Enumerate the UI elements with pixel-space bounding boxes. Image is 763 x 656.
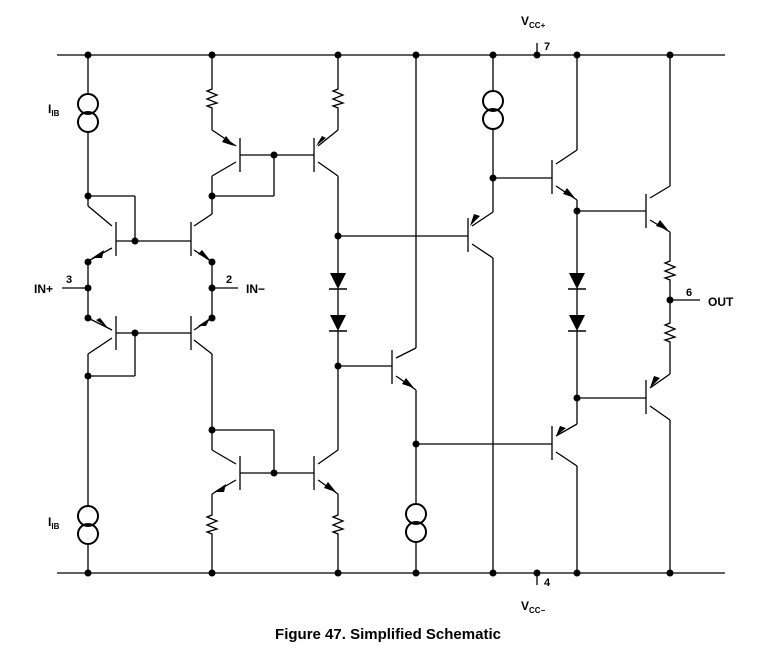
current-source-output bbox=[482, 90, 504, 130]
in-negative-label: IN− bbox=[246, 282, 265, 296]
current-source-ib-bottom bbox=[77, 505, 99, 545]
ib-top-label: IIB bbox=[48, 102, 60, 118]
in-negative-pin-number: 2 bbox=[226, 274, 232, 286]
ib-bottom-label: IIB bbox=[48, 515, 60, 531]
bottom-current-mirror bbox=[206, 366, 344, 573]
rail-junction-dots bbox=[84, 51, 674, 577]
out-pin-number: 6 bbox=[686, 287, 692, 299]
gain-stage bbox=[328, 55, 552, 573]
vcc-negative-label: VCC− bbox=[521, 599, 546, 615]
current-source-bias bbox=[405, 503, 427, 543]
vcc-positive-label: VCC+ bbox=[521, 14, 546, 30]
current-source-ib-top bbox=[77, 93, 99, 133]
vcc-positive-pin-number: 7 bbox=[544, 41, 550, 53]
top-current-mirror bbox=[206, 55, 344, 236]
vcc-negative-pin-number: 4 bbox=[544, 577, 551, 589]
in-positive-label: IN+ bbox=[34, 282, 53, 296]
out-label: OUT bbox=[708, 295, 734, 309]
in-positive-pin-number: 3 bbox=[66, 274, 72, 286]
output-stage bbox=[467, 55, 700, 573]
figure-caption: Figure 47. Simplified Schematic bbox=[275, 626, 501, 643]
input-stage bbox=[62, 55, 238, 573]
